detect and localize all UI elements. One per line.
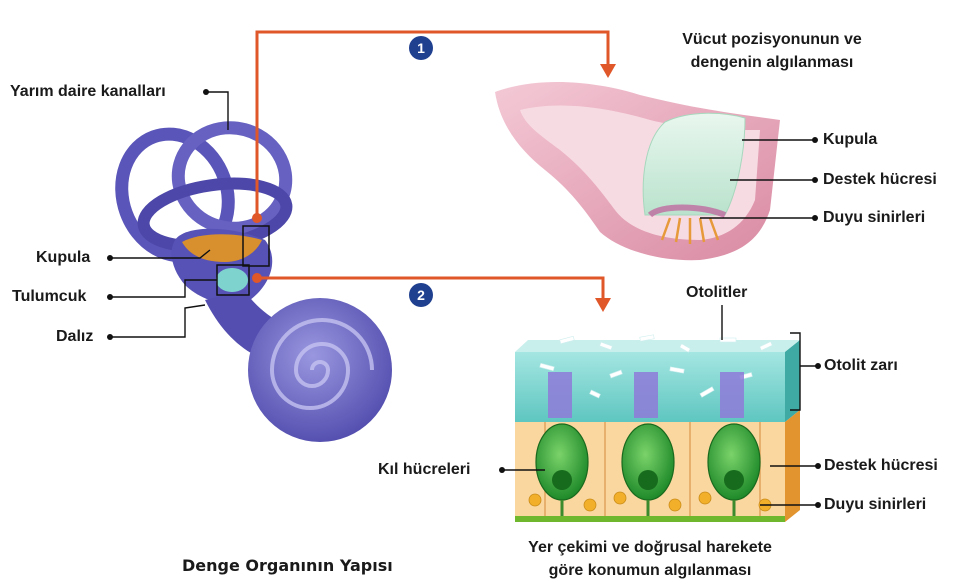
- cupula-section: [495, 81, 780, 261]
- arrowhead-2: [595, 298, 611, 312]
- arrow-path-1: [255, 30, 610, 218]
- arrow-path-2: [257, 276, 605, 300]
- ampulla-orange: [182, 234, 262, 262]
- label-yarim-daire-kanallari: Yarım daire kanalları: [10, 83, 166, 100]
- top-leader-dots: [812, 137, 818, 221]
- step-badge-1: 1: [409, 36, 433, 60]
- bottom-leader-lines: [502, 305, 818, 506]
- membrane-side: [785, 340, 800, 422]
- arrow-origin-1: [252, 213, 262, 223]
- basal-strip: [515, 516, 785, 522]
- utricle-cyan: [216, 268, 248, 292]
- top-title-line2: dengenin algılanması: [690, 54, 854, 71]
- top-leader-lines: [700, 139, 815, 219]
- arrowhead-1: [600, 64, 616, 78]
- crista-hairs: [647, 204, 727, 218]
- arrow-heads: [252, 64, 616, 312]
- connector-arrows: [255, 30, 610, 300]
- bottom-title-line1: Yer çekimi ve doğrusal harekete: [528, 539, 772, 556]
- bottom-leader-dots: [499, 363, 821, 508]
- kupula-highlight-box: [242, 225, 270, 267]
- label-kupula-left: Kupula: [36, 249, 91, 266]
- label-destek-bottom: Destek hücresi: [824, 457, 938, 474]
- left-leader-lines: [110, 91, 229, 338]
- hair-cell-3: [707, 372, 761, 522]
- step-badge-2: 2: [409, 283, 433, 307]
- label-otolit-zari: Otolit zarı: [824, 357, 898, 374]
- left-leader-dots: [107, 89, 209, 340]
- label-daliz: Dalız: [56, 328, 94, 345]
- cochlea-spiral: [269, 318, 374, 410]
- label-duyu-bottom: Duyu sinirleri: [824, 496, 927, 513]
- label-kil-hucreleri: Kıl hücreleri: [378, 461, 471, 478]
- inner-ear-illustration: [115, 121, 392, 442]
- hair-cells: [535, 372, 761, 522]
- nerve-fibers-top: [660, 217, 720, 244]
- figure-caption: Denge Organının Yapısı: [182, 556, 393, 575]
- membrane-top-face: [515, 340, 800, 352]
- hair-cell-1: [535, 372, 589, 522]
- cupula-gel: [642, 112, 746, 216]
- top-title-line1: Vücut pozisyonunun ve: [682, 31, 862, 48]
- label-kupula-top: Kupula: [823, 131, 878, 148]
- label-otolitler: Otolitler: [686, 284, 748, 301]
- label-duyu-top: Duyu sinirleri: [823, 209, 926, 226]
- label-tulumcuk: Tulumcuk: [12, 288, 87, 305]
- label-destek-top: Destek hücresi: [823, 171, 937, 188]
- bottom-title-line2: göre konumun algılanması: [548, 562, 752, 579]
- otolith-block: [515, 334, 800, 522]
- otolith-crystals: [539, 334, 773, 399]
- arrow-origin-2: [252, 273, 262, 283]
- hair-cell-2: [621, 372, 675, 522]
- nerve-endings: [528, 491, 772, 512]
